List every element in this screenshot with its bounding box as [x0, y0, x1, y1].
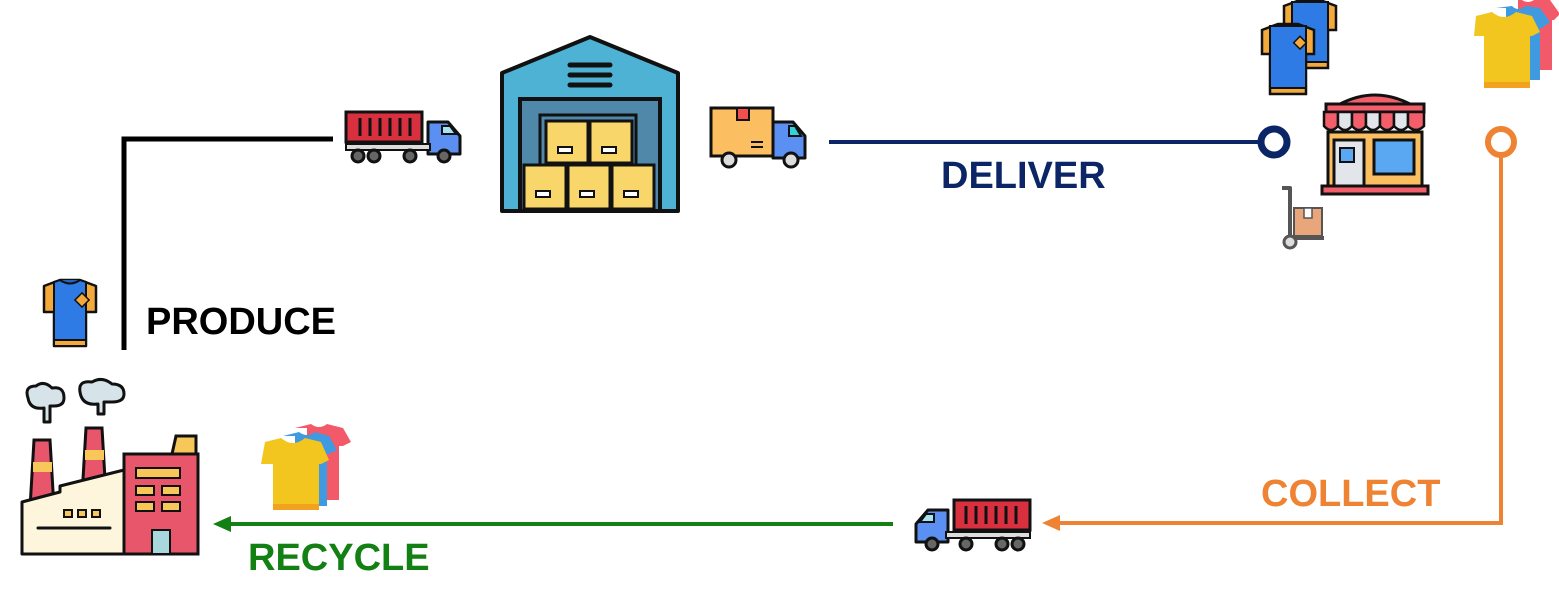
polo-shirts-icon [1260, 0, 1338, 96]
collect-label: COLLECT [1261, 473, 1441, 515]
deliver-endpoint [1257, 125, 1291, 159]
deliver-label: DELIVER [941, 155, 1106, 197]
warehouse-icon [500, 35, 680, 213]
recycle-arrowhead [213, 516, 231, 532]
tshirts-stack-icon [261, 424, 351, 510]
delivery-truck-icon [709, 106, 807, 169]
store-icon [1320, 93, 1430, 196]
polo-shirt-icon [42, 278, 98, 348]
recycle-label: RECYCLE [248, 537, 430, 579]
produce-connector [121, 136, 333, 350]
tshirts-stack-icon [1474, 0, 1559, 88]
produce-label: PRODUCE [146, 301, 337, 343]
container-truck-icon [914, 498, 1032, 552]
collect-arrowhead [1042, 515, 1060, 531]
factory-icon [20, 377, 200, 556]
collect-connector [1055, 155, 1503, 525]
collect-endpoint [1485, 126, 1517, 158]
hand-truck-icon [1282, 186, 1324, 250]
container-truck-icon [344, 110, 462, 164]
